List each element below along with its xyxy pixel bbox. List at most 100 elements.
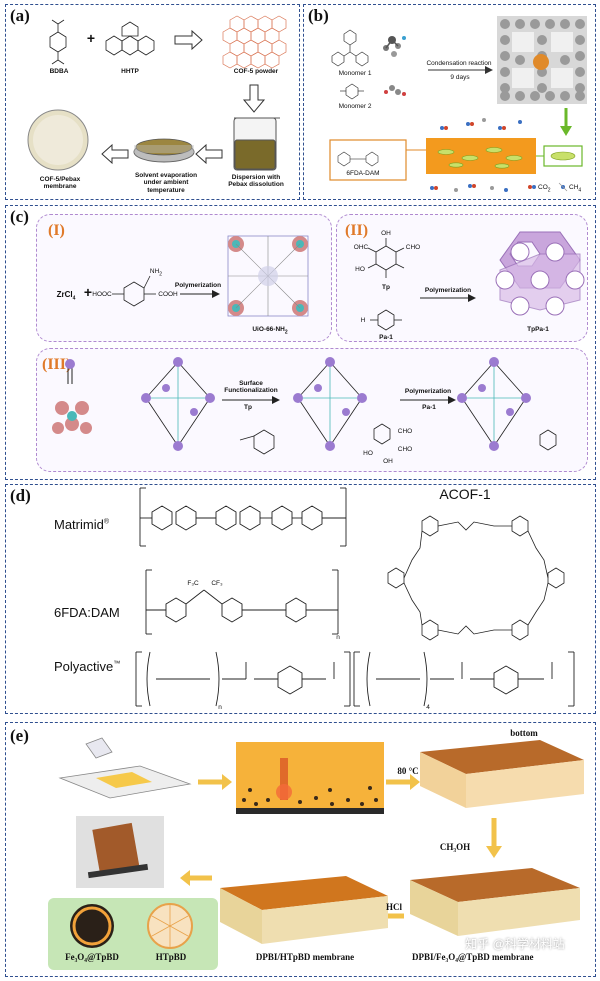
bdba-molecule [49,19,67,65]
membrane-label-e: DPBI/HTpBD membrane [255,952,355,962]
watermark: 知乎 @科学材料站 [465,937,565,951]
casting-substrate [58,737,192,799]
tp-functional [239,429,275,455]
oh-text: OH [381,230,391,237]
plus-c: + [83,284,93,300]
fe3o4-label: Fe₃O₄@TpBD [65,952,119,962]
panel-b-label: (b) [308,6,329,25]
panel-a-label: (a) [10,6,30,25]
petri-dish [133,138,195,163]
panel-e [5,722,596,977]
hhtp-label: HHTP [121,68,139,75]
panel-d-label: (d) [10,486,31,505]
zrcl4-text: ZrCl4 [56,290,76,302]
co2-legend-icon [528,185,536,189]
orange-membrane [329,138,583,181]
membrane-slab-1 [420,740,584,808]
tp-label: Tp [382,284,390,291]
cho-text-3: CHO [397,446,413,453]
dispersion-label: Dispersion with Pebax dissolution [228,174,284,189]
n-subscript-2: n [218,704,222,711]
evaporation-label: Solvent evaporation under ambient temper… [134,172,198,194]
membrane-photo [27,109,89,171]
roman-iii: (III) [42,356,72,373]
polyactive-structure [135,651,575,707]
ch4-legend-icon [558,182,568,192]
hooc-text: HOOC [92,291,112,298]
membrane-slab-2 [410,868,580,936]
matrimid-label: Matrimid® [54,517,110,532]
octahedron-2 [293,357,391,451]
panel-c [5,205,596,480]
arrow-a1 [174,29,203,51]
subpanel-c1 [36,214,332,342]
panel-a [5,4,300,200]
temp-label: 80 °C [397,766,419,776]
panel-d [5,484,596,714]
pa1-structure [370,309,402,331]
tppa1-label: TpPa-1 [527,326,549,333]
zr-cluster [52,359,92,434]
membrane-photo-e [76,816,164,888]
cof-powder-lattice [222,15,287,69]
oh-text-2: OH [383,458,393,465]
poly-arrow-3 [400,396,456,404]
monomer2-structure [340,83,364,100]
octahedron-1 [141,357,215,451]
plus-sign: + [86,30,96,46]
sixfda-dam-label: 6FDA:DAM [54,605,120,620]
h2n-text: H [360,317,366,324]
roman-ii: (II) [345,222,369,239]
cho-text-2: CHO [397,428,413,435]
arrow-e1 [198,774,232,790]
ch3oh-label: CH₃OH [439,842,471,852]
hhtp-molecule [105,21,155,56]
f3c-text: F₃C [187,580,199,587]
arrow-a4 [101,143,129,165]
co2-legend: CO2 [538,184,551,194]
arrow-a3 [195,143,223,165]
pa1-label-2: Pa-1 [422,404,436,411]
polymerization-3: Polymerization [404,388,452,395]
uio66-structure [227,235,309,317]
matrimid-structure [139,487,347,547]
gas-molecules [430,118,522,192]
condensation-arrow [428,66,493,74]
ho-text-2: HO [363,450,373,457]
monomer1-3d [383,36,406,57]
membrane-slab-3 [220,876,388,944]
polymerization-2: Polymerization [424,287,472,294]
ho-text: HO [355,266,365,273]
tppa1-honeycomb [495,231,585,316]
panel-e-label: (e) [10,726,29,745]
poly-arrow-2 [420,294,476,302]
surface-arrow [222,396,280,404]
polyactive-label: Polyactive™ [54,659,121,674]
arrow-e3 [486,818,502,858]
polymerization-1: Polymerization [174,282,222,289]
monomer1-label: Monomer 1 [338,70,372,77]
arrow-e2 [386,774,420,790]
sub-4: 4 [426,704,430,711]
acof-label: ACOF-1 [439,486,491,502]
cooh-text: COOH [158,291,178,298]
ligand-structure [112,275,156,307]
sixfda-structure [337,151,379,167]
membrane-label: COF-5/Pebax membrane [39,176,81,191]
days-label: 9 days [450,74,470,81]
bdba-label: BDBA [49,68,69,75]
acof-structure [387,515,565,641]
ohc-text: OHC [353,244,369,251]
octahedron-3 [457,357,557,451]
nh2-text: NH2 [149,268,163,278]
pa1-label: Pa-1 [379,334,393,341]
cof-framework [497,16,587,104]
htpbd-label: HTpBD [155,952,187,962]
uio-label: UiO-66-NH2 [252,326,288,336]
green-arrow [560,108,572,136]
